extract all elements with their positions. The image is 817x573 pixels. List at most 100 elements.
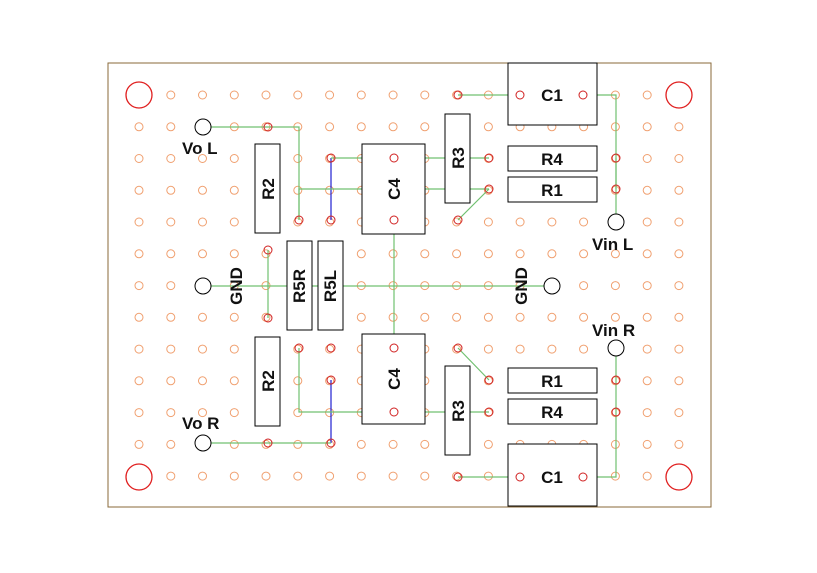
pin xyxy=(389,215,399,225)
pin xyxy=(326,438,336,448)
pad xyxy=(388,439,398,449)
c4-top-body xyxy=(361,143,426,235)
pad xyxy=(166,122,176,132)
mounting-holes xyxy=(125,81,693,491)
pad xyxy=(674,312,684,322)
pin xyxy=(294,343,304,353)
pad xyxy=(674,185,684,195)
pad xyxy=(325,185,335,195)
component-pins xyxy=(263,90,621,482)
pad xyxy=(229,344,239,354)
pin xyxy=(484,184,494,194)
pad xyxy=(642,439,652,449)
trace-vol xyxy=(203,126,300,220)
pad xyxy=(166,439,176,449)
pad xyxy=(293,217,303,227)
pin xyxy=(484,407,494,417)
pin xyxy=(611,153,621,163)
pad xyxy=(388,90,398,100)
terminal-vin-l xyxy=(607,213,625,231)
pad xyxy=(166,217,176,227)
pad xyxy=(134,312,144,322)
pad xyxy=(229,439,239,449)
pin xyxy=(263,438,273,448)
label-c4-bottom: C4 xyxy=(385,368,404,390)
label-r2-top: R2 xyxy=(259,178,278,200)
label-vo-r: Vo R xyxy=(182,414,219,433)
pad xyxy=(166,154,176,163)
pad xyxy=(579,217,589,227)
pin xyxy=(453,215,463,225)
r2-bottom-body xyxy=(254,336,281,427)
pad xyxy=(325,376,335,386)
pad xyxy=(198,217,207,227)
components xyxy=(254,62,598,507)
pad xyxy=(229,376,239,386)
pad xyxy=(166,471,176,481)
pin xyxy=(263,122,273,132)
terminal-gnd-left xyxy=(194,277,212,295)
pad xyxy=(325,90,335,100)
label-c4-top: C4 xyxy=(385,178,404,200)
pad xyxy=(166,249,176,259)
pad xyxy=(515,312,525,322)
pad xyxy=(198,154,207,163)
pad xyxy=(198,408,207,418)
pad xyxy=(452,249,462,259)
pad xyxy=(483,312,493,322)
pin xyxy=(578,90,588,100)
pad xyxy=(674,249,684,259)
pad xyxy=(325,122,335,132)
pad xyxy=(674,376,684,386)
mount-hole-bottom-left xyxy=(125,463,153,491)
pad xyxy=(483,249,493,259)
r3-bottom-body xyxy=(444,365,471,456)
pin xyxy=(611,407,621,417)
pin xyxy=(263,245,273,255)
c1-top-body xyxy=(507,62,598,126)
pad xyxy=(261,90,271,100)
pad xyxy=(610,312,620,322)
label-gnd-left: GND xyxy=(227,267,246,305)
pad xyxy=(420,122,430,132)
pin xyxy=(453,472,463,482)
pad xyxy=(293,154,303,163)
r4-bottom-body xyxy=(507,398,598,425)
pin xyxy=(484,375,494,385)
pin xyxy=(453,343,463,353)
pad xyxy=(642,90,652,100)
pin xyxy=(326,375,336,385)
pad xyxy=(642,344,652,354)
pad xyxy=(134,344,144,354)
terminal-vo-r xyxy=(194,434,212,452)
pad xyxy=(547,344,557,354)
c4-bottom-body xyxy=(361,333,426,425)
label-r1-bottom: R1 xyxy=(541,372,563,391)
terminal-gnd-right xyxy=(543,277,561,295)
label-r5r: R5R xyxy=(290,269,309,303)
pad xyxy=(610,281,620,291)
pin xyxy=(263,313,273,323)
pad xyxy=(388,122,398,132)
pin xyxy=(515,472,525,482)
pad xyxy=(642,471,652,481)
pad xyxy=(356,90,366,100)
r5r-body xyxy=(286,240,313,331)
board-outline xyxy=(107,62,712,508)
pad xyxy=(642,217,652,227)
pad xyxy=(420,439,430,449)
pad xyxy=(134,154,144,163)
pad xyxy=(134,439,144,449)
pad xyxy=(674,281,684,291)
pad xyxy=(134,249,144,259)
pad xyxy=(515,344,525,354)
pad xyxy=(229,471,239,481)
pad xyxy=(483,471,493,481)
pad xyxy=(134,408,144,418)
pad xyxy=(134,281,144,291)
pad xyxy=(642,154,652,163)
pad xyxy=(388,471,398,481)
pad xyxy=(483,344,493,354)
pad xyxy=(452,217,462,227)
